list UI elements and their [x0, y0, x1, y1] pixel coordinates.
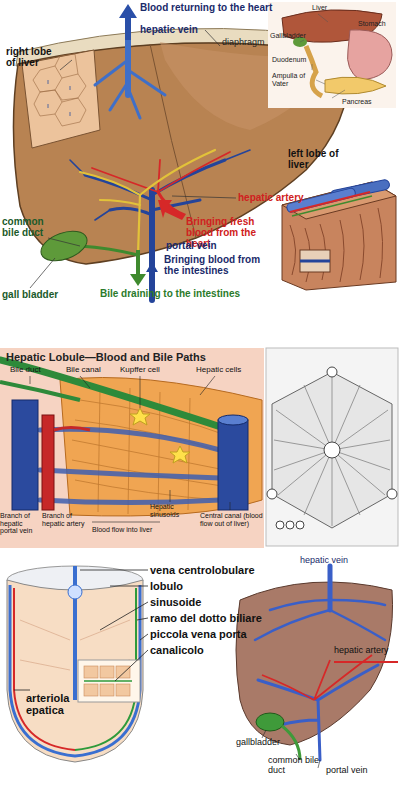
part-label: Blood returning to the heart	[140, 2, 280, 13]
part-label: hepatic artery	[334, 646, 400, 656]
part-label: Hepatic sinusoids	[150, 503, 198, 518]
part-label: common bile duct	[2, 216, 50, 238]
part-label: Hepatic Lobule—Blood and Bile Paths	[6, 351, 262, 363]
part-label: ramo del dotto biliare	[150, 612, 290, 624]
part-label: lobulo	[150, 580, 270, 592]
part-label: Liver	[312, 4, 352, 12]
part-label: Stomach	[358, 20, 398, 28]
part-label: common bile duct	[268, 756, 328, 776]
part-label: Blood flow into liver	[92, 526, 172, 534]
arrow-down	[130, 274, 146, 286]
part-label: Bile canal	[66, 366, 116, 375]
part-label: canalicolo	[150, 644, 270, 656]
liver-vessels-illustration	[236, 566, 398, 768]
part-label: diaphragm	[222, 38, 282, 48]
part-label: Kupffer cell	[120, 366, 180, 375]
part-label: gallbladder	[236, 738, 306, 748]
lobule-drawing	[266, 348, 398, 546]
part-label: sinusoide	[150, 596, 270, 608]
part-label: Bringing blood from the intestines	[164, 254, 276, 276]
part-label: Duodenum	[272, 56, 320, 64]
gall-bladder-shape	[37, 226, 91, 267]
part-label: Ampulla of Vater	[272, 72, 322, 87]
part-label: portal vein	[166, 240, 236, 251]
part-label: Bile draining to the intestines	[100, 288, 270, 299]
part-label: hepatic vein	[300, 556, 380, 566]
part-label: hepatic vein	[140, 24, 220, 35]
part-label: Gallbladder	[270, 32, 320, 40]
part-label: Pancreas	[342, 98, 392, 106]
part-label: left lobe of liver	[288, 148, 346, 170]
part-label: portal vein	[326, 766, 396, 776]
part-label: vena centrolobulare	[150, 564, 280, 576]
arrow-up	[119, 4, 137, 40]
lobule-illustration	[0, 348, 264, 548]
part-label: arteriola epatica	[26, 692, 86, 716]
part-label: gall bladder	[2, 289, 82, 300]
part-label: Bile duct	[10, 366, 60, 375]
part-label: Hepatic cells	[196, 366, 260, 375]
lobule-section	[7, 566, 148, 762]
part-label: Central canal (blood flow out of liver)	[200, 512, 264, 527]
arrow-in	[158, 200, 186, 220]
part-label: hepatic artery	[238, 192, 318, 203]
organ-inset	[268, 2, 396, 108]
part-label: Branch of hepatic artery	[42, 512, 88, 527]
part-label: Branch of hepatic portal vein	[0, 512, 42, 535]
part-label: piccola vena porta	[150, 628, 280, 640]
part-label: right lobe of liver	[6, 46, 56, 68]
